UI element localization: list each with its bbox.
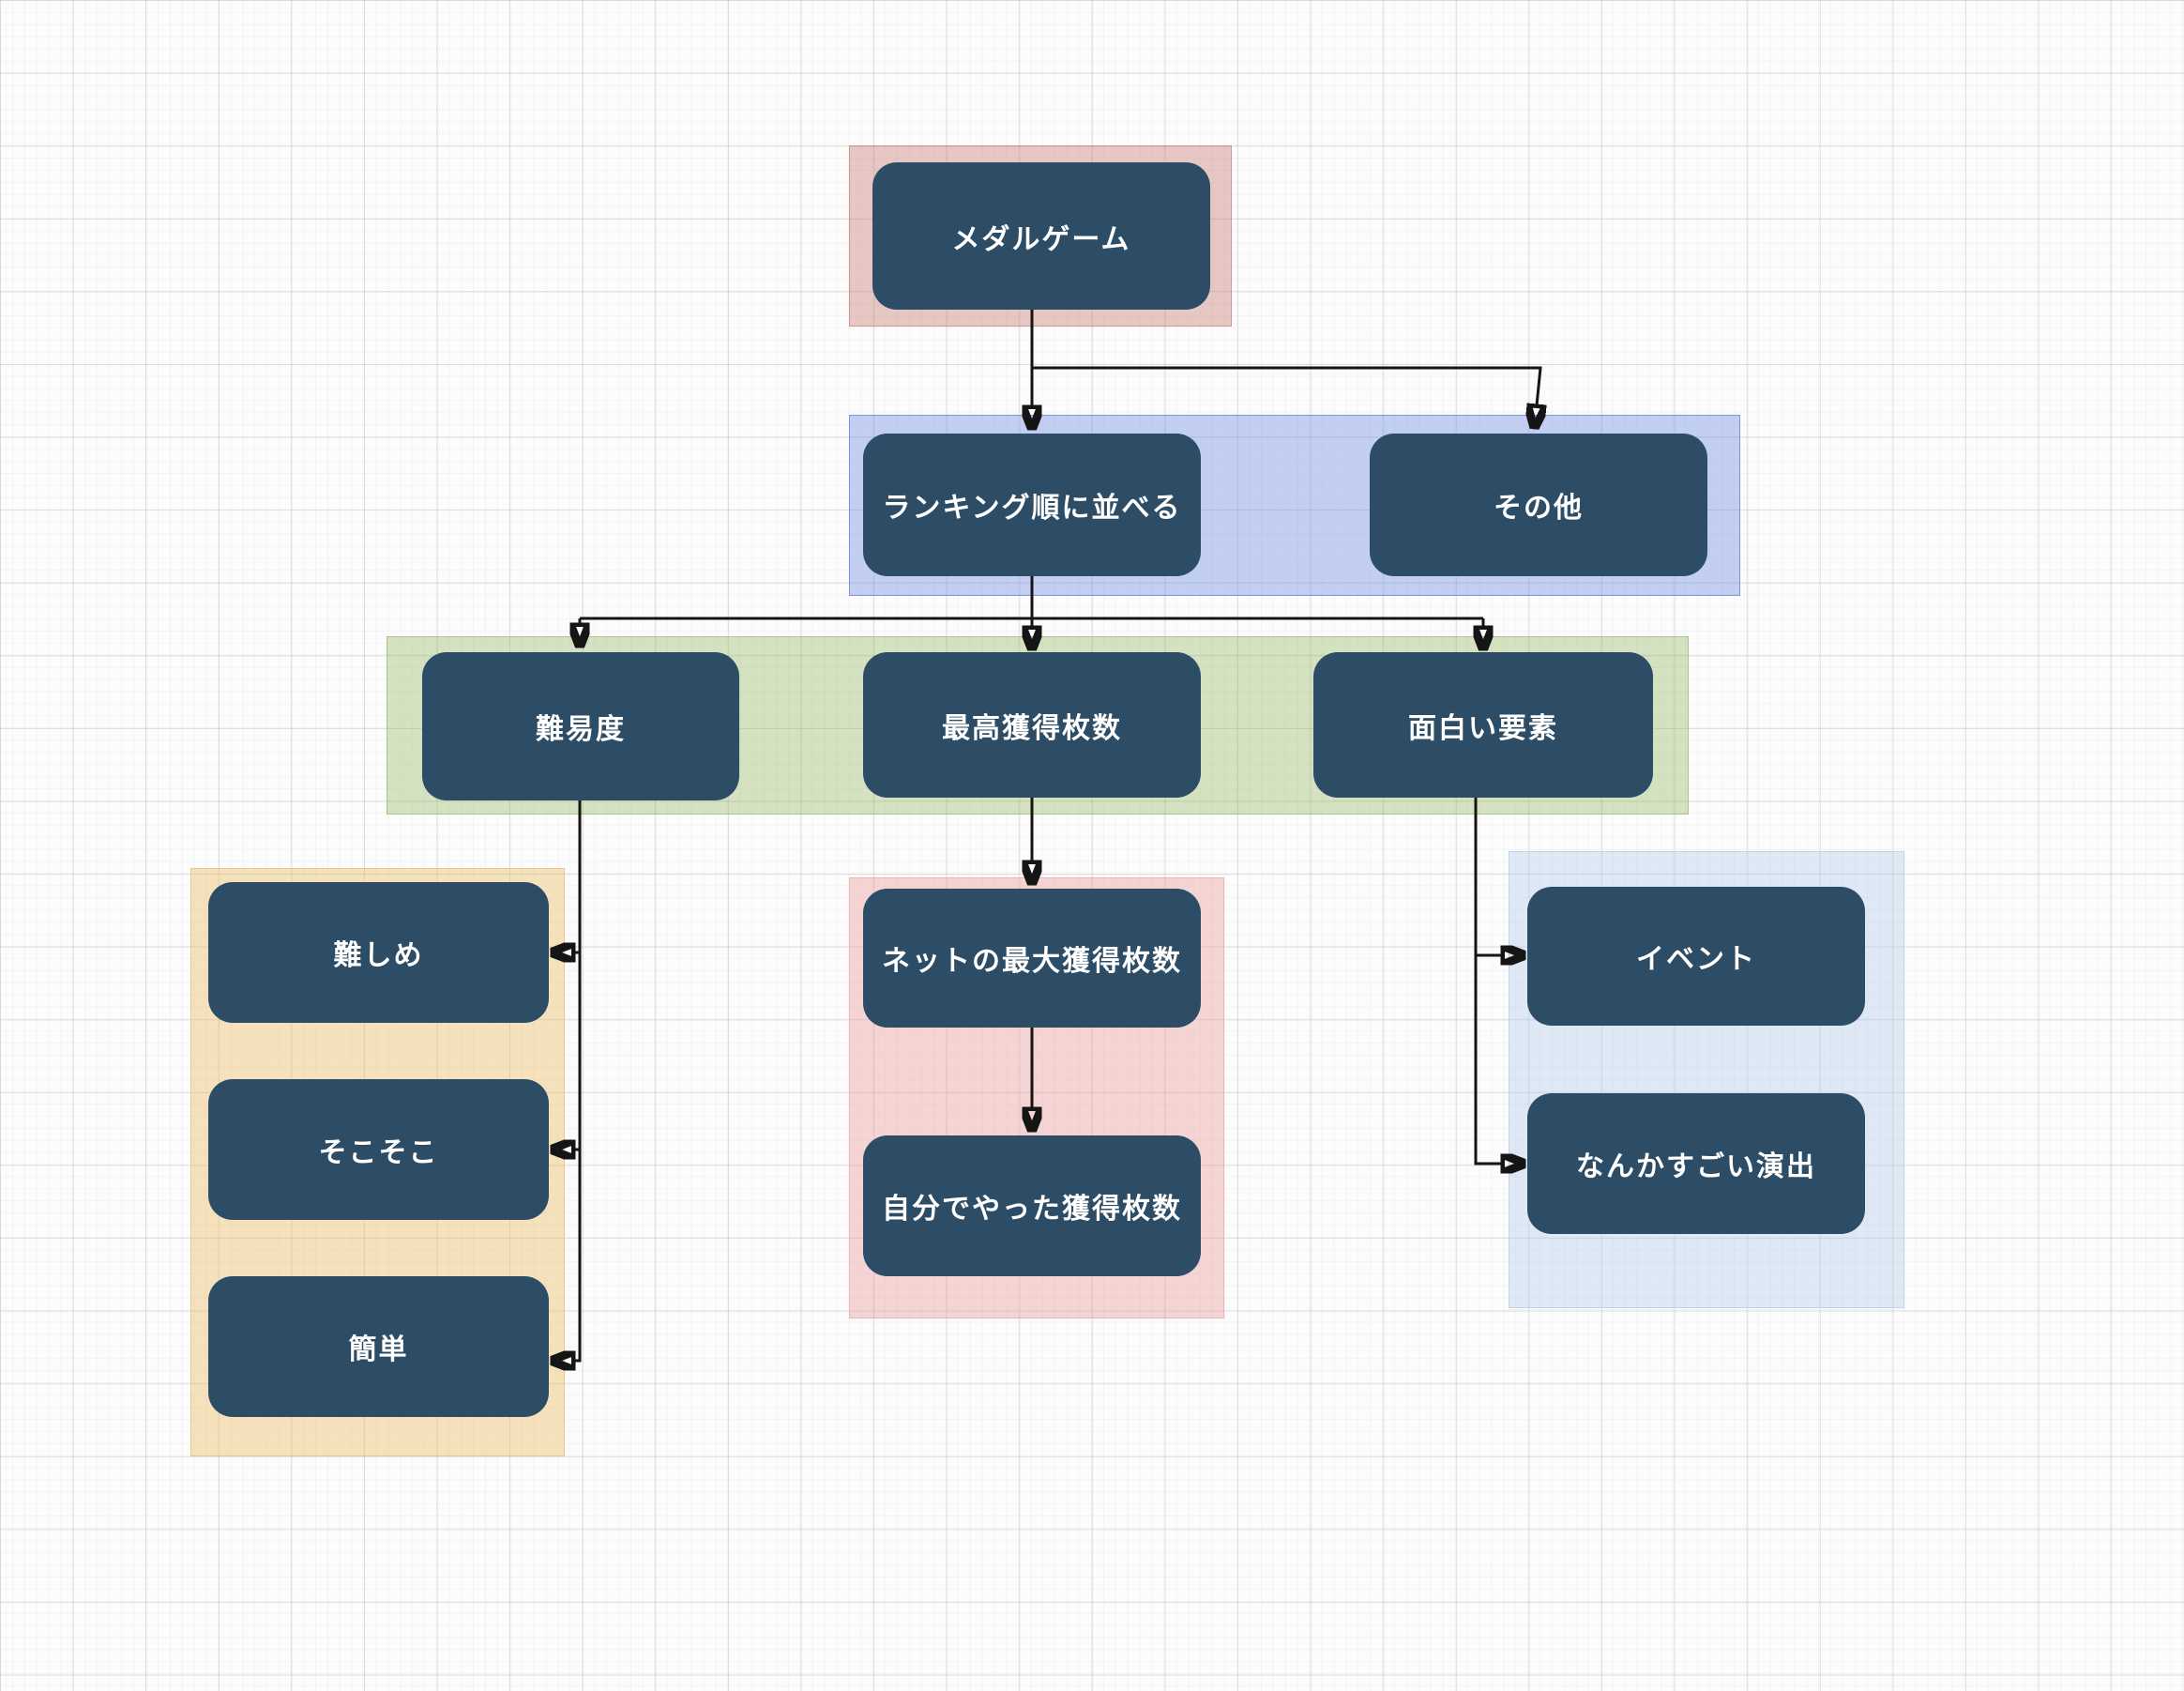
edge-medal-other [1032, 366, 1540, 405]
node-amazing-effect[interactable]: なんかすごい演出 [1527, 1093, 1865, 1234]
node-event[interactable]: イベント [1527, 887, 1865, 1026]
node-medium[interactable]: そこそこ [208, 1079, 549, 1220]
edge-difficulty-easy [574, 800, 582, 1361]
edge-funfactor-effect [1474, 798, 1502, 1164]
node-fun-factor[interactable]: 面白い要素 [1313, 652, 1653, 798]
node-easy[interactable]: 簡単 [208, 1276, 549, 1417]
node-other[interactable]: その他 [1370, 434, 1707, 576]
node-medal-game[interactable]: メダルゲーム [872, 162, 1210, 310]
node-difficulty[interactable]: 難易度 [422, 652, 739, 800]
node-hard[interactable]: 難しめ [208, 882, 549, 1023]
node-self-max-coins[interactable]: 自分でやった獲得枚数 [863, 1135, 1201, 1276]
node-max-coins[interactable]: 最高獲得枚数 [863, 652, 1201, 798]
node-net-max-coins[interactable]: ネットの最大獲得枚数 [863, 889, 1201, 1028]
node-sort-by-ranking[interactable]: ランキング順に並べる [863, 434, 1201, 576]
